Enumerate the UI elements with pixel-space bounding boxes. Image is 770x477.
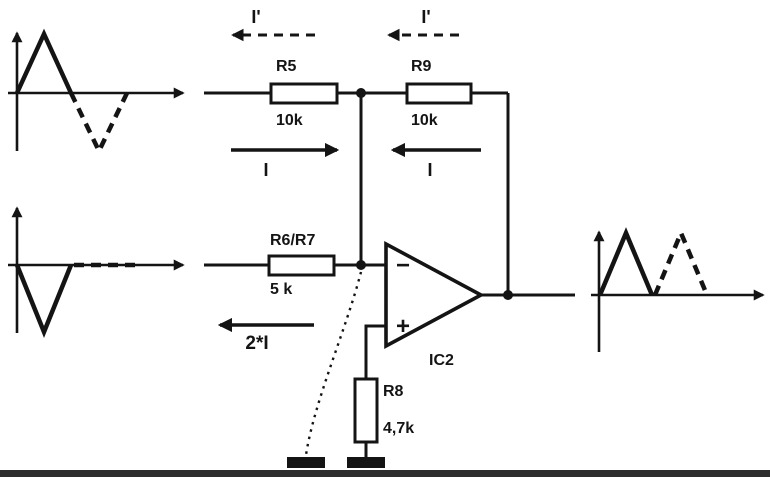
opamp-noninverting-sign: + (396, 313, 410, 340)
triangle-negative-solid (14, 264, 74, 339)
node-inverting-input (356, 260, 366, 270)
input-waveform-bottom (8, 206, 185, 339)
figure-bottom-border (0, 470, 770, 477)
triangle-solid (597, 227, 655, 296)
opamp-ic2 (384, 240, 485, 350)
wire-to-noninverting-input (364, 324, 386, 379)
resistor-r8 (353, 377, 379, 444)
triangle-negative-dashed (68, 92, 130, 157)
label-2i: 2*I (245, 333, 268, 354)
label-r6r7-value: 5 k (270, 281, 292, 298)
resistor-r5 (269, 82, 339, 105)
opamp-inverting-sign: − (396, 252, 410, 279)
input-waveform-top (8, 28, 185, 157)
resistor-r9 (405, 82, 473, 105)
resistor-r6r7 (267, 254, 336, 277)
label-r6r7: R6/R7 (270, 232, 315, 249)
triangle-positive-solid (14, 28, 74, 94)
label-i-right: I (427, 160, 432, 180)
node-output (503, 290, 513, 300)
label-r5-value: 10k (276, 112, 303, 129)
label-r9: R9 (411, 58, 432, 75)
label-iprime-left: I' (251, 7, 260, 27)
label-r9-value: 10k (411, 112, 438, 129)
triangle-dashed (652, 227, 710, 296)
output-waveform (591, 227, 765, 352)
label-iprime-right: I' (421, 7, 430, 27)
ground-symbol-right (347, 457, 385, 468)
label-i-left: I (263, 160, 268, 180)
ground-symbol-left (287, 457, 325, 468)
node-r5-r9-junction (356, 88, 366, 98)
label-r8-value: 4,7k (383, 420, 414, 437)
dotted-ground-link (304, 271, 363, 456)
label-ic2: IC2 (429, 352, 454, 369)
label-r5: R5 (276, 58, 297, 75)
label-r8: R8 (383, 383, 404, 400)
